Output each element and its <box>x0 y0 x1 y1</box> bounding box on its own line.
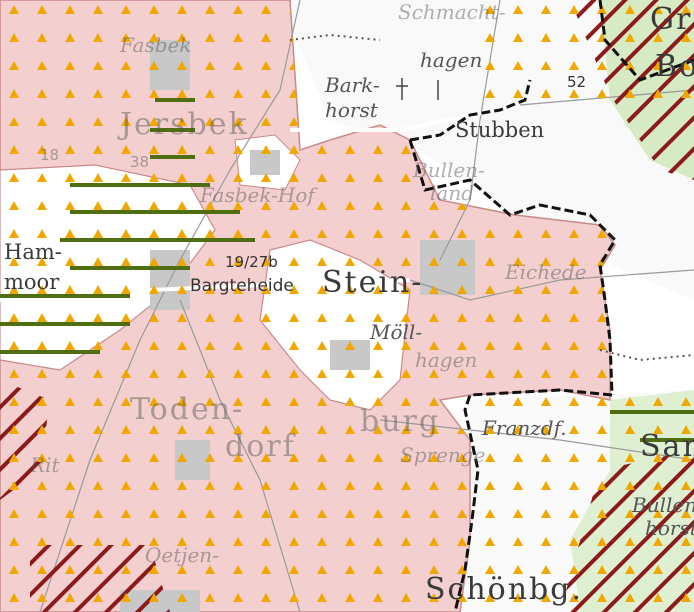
label-schonbg: Schönbg. <box>425 572 584 607</box>
label-bullen: Bullen- <box>413 158 485 182</box>
label-moll: Möll- <box>370 320 423 344</box>
label-rit: Rit <box>30 453 60 477</box>
label-fasbek-hof: Fasbek-Hof <box>200 183 315 207</box>
label-jersbek: Jersbek <box>120 107 249 142</box>
label-hagen-north: hagen <box>420 48 483 72</box>
label-stubben: Stubben <box>455 118 545 142</box>
label-horst: horst <box>325 98 378 122</box>
label-hagen-south: hagen <box>415 348 478 372</box>
triangle-field-north <box>480 0 694 100</box>
label-land: land <box>430 181 475 205</box>
label-route-38: 38 <box>130 153 150 171</box>
label-bargteheide: Bargteheide <box>190 276 294 296</box>
label-franzdf: Franzdf. <box>482 416 567 440</box>
label-gr: Gr <box>650 2 693 37</box>
label-moor: moor <box>4 270 60 294</box>
boundary-dots <box>289 33 694 362</box>
label-bullenhorst-a: Bullen- <box>632 493 694 517</box>
label-route-19-27b: 19/27b <box>225 253 278 271</box>
label-san: San <box>640 429 694 464</box>
label-route-18: 18 <box>40 146 60 164</box>
administrative-boundaries <box>408 0 694 612</box>
label-eichede: Eichede <box>505 260 587 284</box>
label-oetjen: Oetjen- <box>145 543 219 567</box>
label-sprenge: Sprenge <box>400 443 486 467</box>
label-schmachthagen: Schmacht- <box>398 0 506 24</box>
label-route-52: 52 <box>567 73 587 91</box>
label-bullenhorst-b: horst <box>645 516 694 540</box>
label-ham: Ham- <box>4 240 62 264</box>
label-bo: Bo <box>655 49 694 84</box>
label-stein: Stein- <box>322 265 424 300</box>
church-cross-icon <box>396 78 439 100</box>
label-bark: Bark- <box>325 73 380 97</box>
label-toden: Toden- <box>130 392 245 427</box>
label-burg: burg <box>360 404 441 439</box>
triangle-field-southeast <box>460 380 694 612</box>
label-dorf: dorf <box>225 429 296 464</box>
label-fasbek: Fasbek <box>120 33 192 57</box>
